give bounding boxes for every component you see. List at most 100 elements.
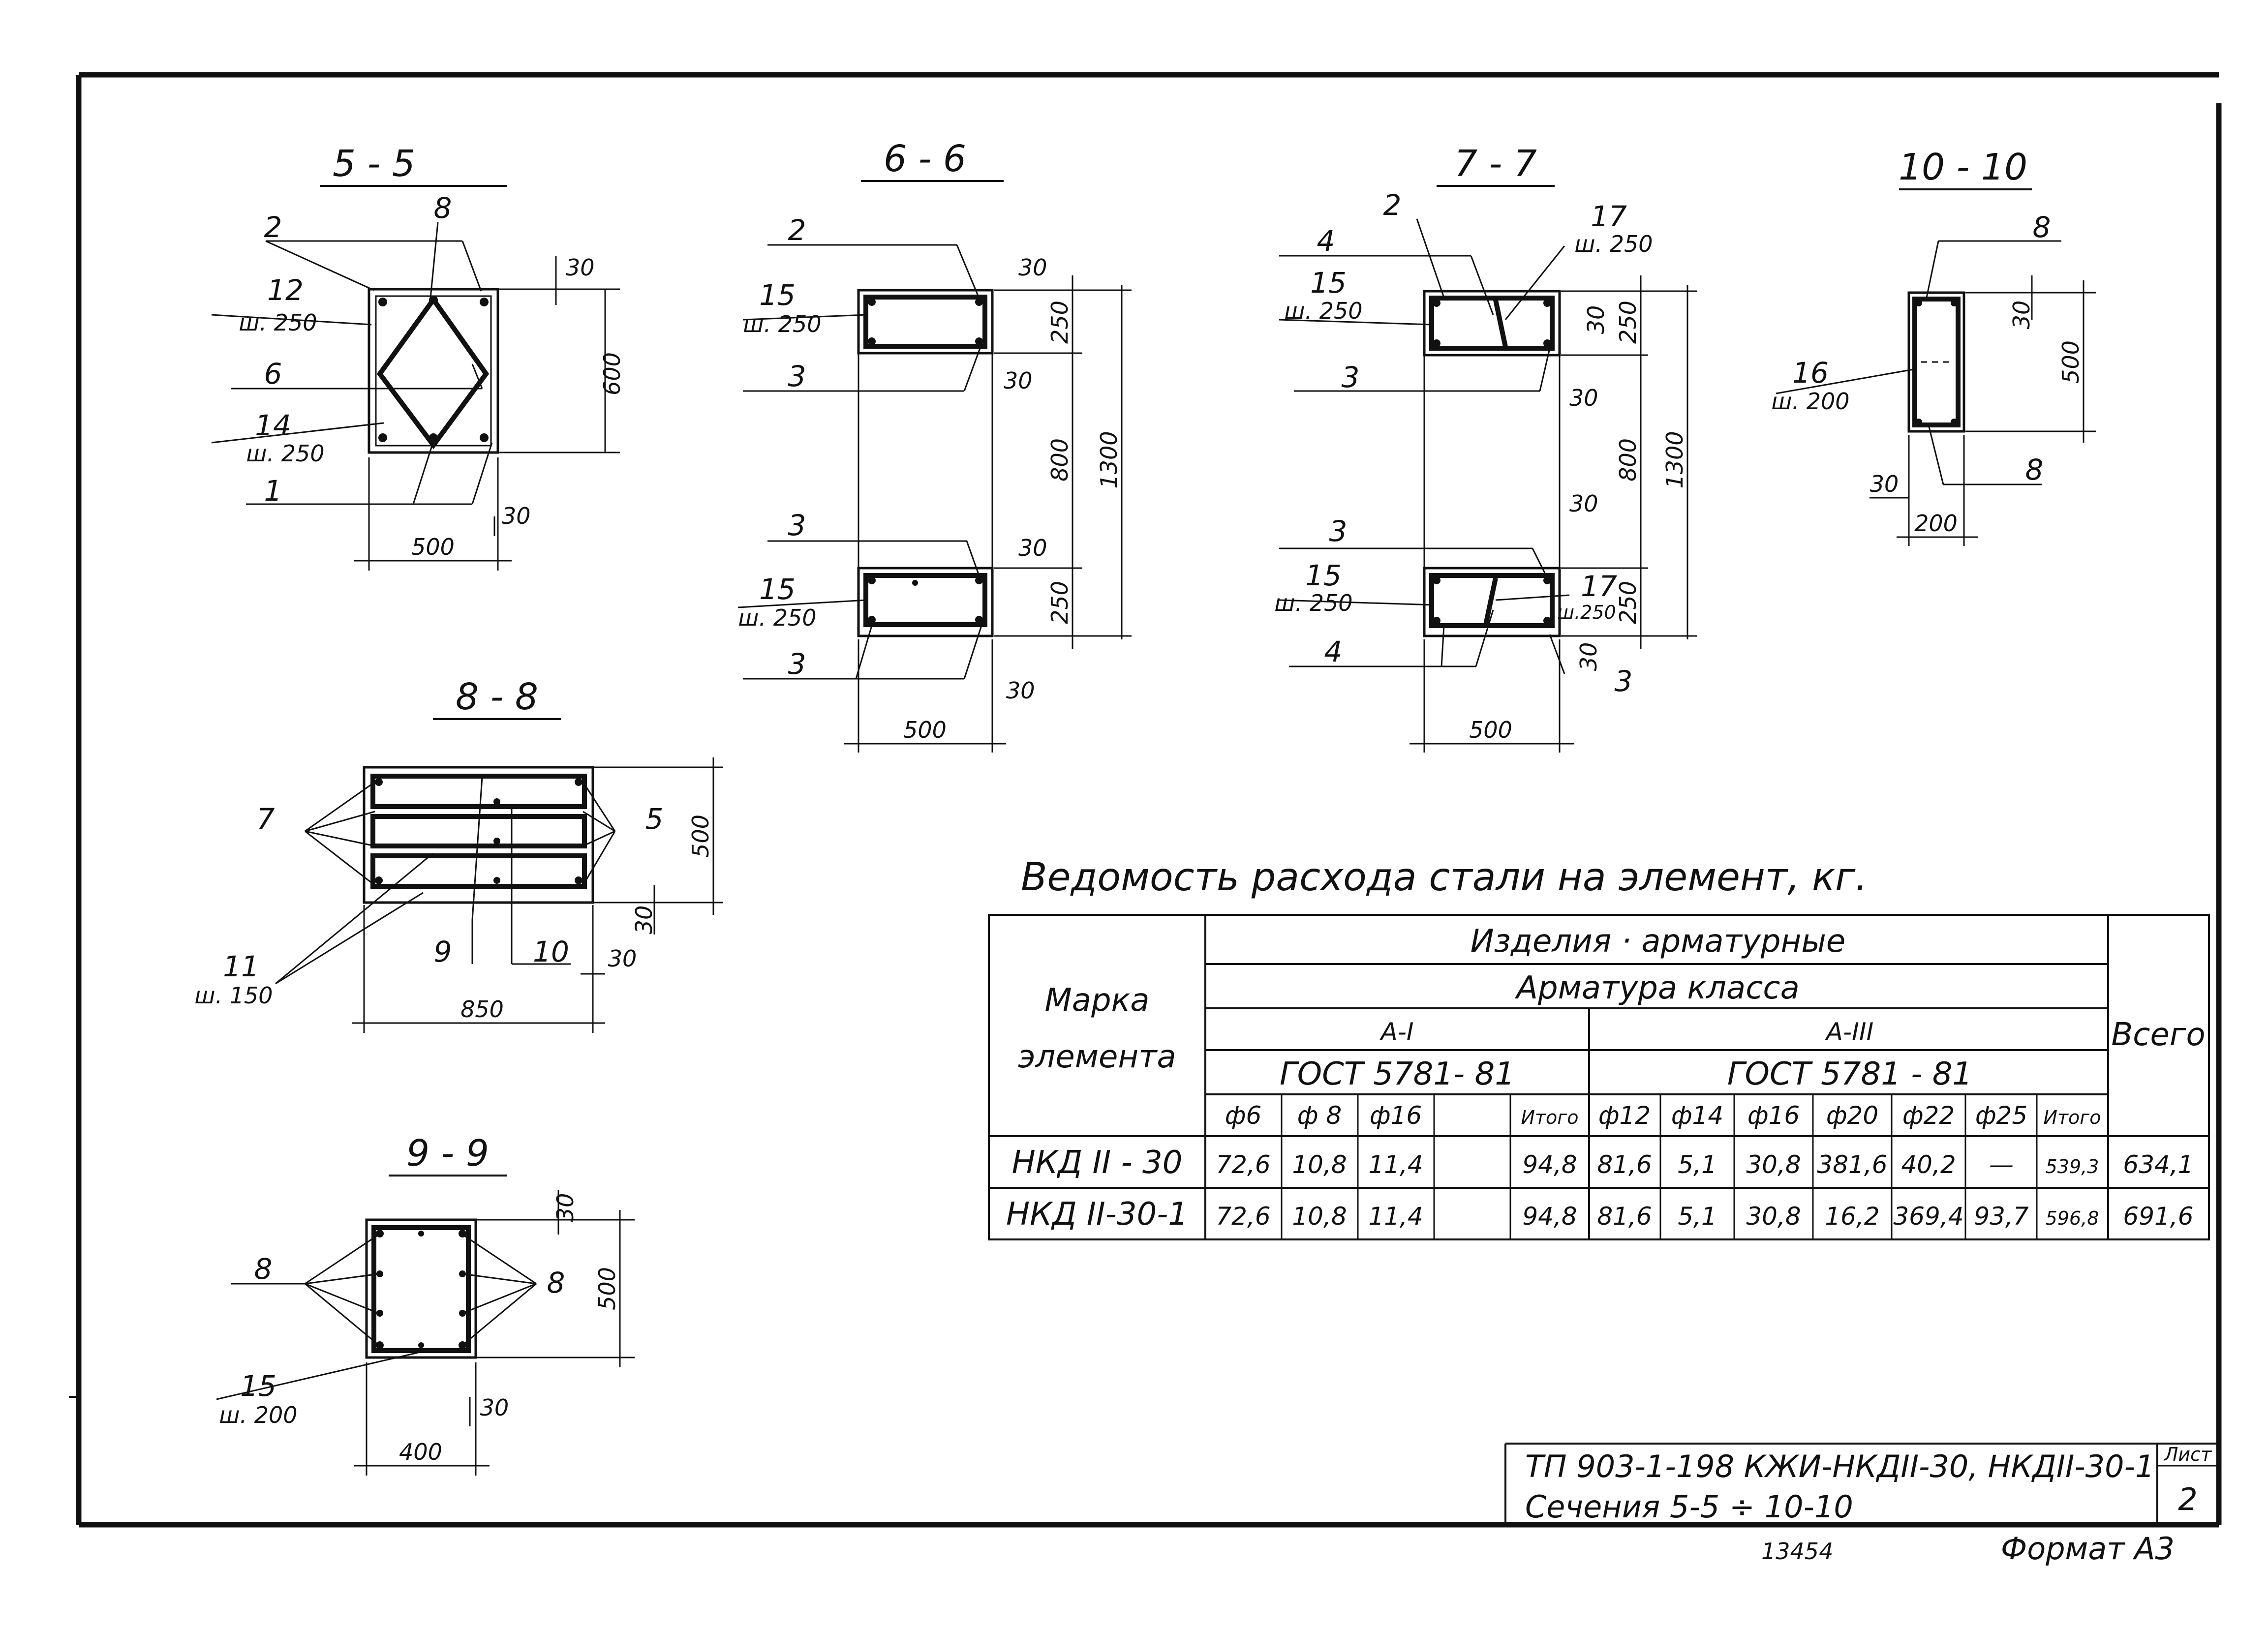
section-8-8: 8 - 8 7 5 11 ш. 150 9 10 500 30	[194, 676, 723, 1033]
callout-label: 2	[788, 213, 806, 247]
table-cell: 40,2	[1901, 1150, 1956, 1179]
callout-label: 17	[1591, 200, 1627, 233]
section-title: 6 - 6	[884, 138, 966, 180]
dim-label: 30	[631, 905, 657, 935]
dim-label: 30	[480, 1394, 509, 1421]
callout-label: 11	[223, 950, 259, 983]
callout-label: 17	[1581, 570, 1617, 603]
dim-label: 30	[2008, 301, 2035, 330]
spacing-label: ш. 250	[1274, 590, 1352, 616]
callout-label: 1	[264, 474, 282, 508]
dim-label: 850	[460, 996, 504, 1023]
dim-label: 30	[502, 503, 531, 529]
dim-label: 250	[1615, 581, 1641, 624]
dim-label: 250	[1046, 301, 1073, 344]
stamp-designation: ТП 903-1-198 КЖИ-НКДII-30, НКДII-30-1	[1525, 1448, 2154, 1484]
callout-label: 12	[267, 273, 304, 307]
callout-label: 3	[1615, 664, 1633, 698]
dim-label: 30	[1575, 642, 1602, 671]
header-total: Всего	[2111, 1017, 2205, 1053]
col-header: ф6	[1225, 1101, 1262, 1130]
callout-label: 15	[240, 1369, 276, 1403]
dim-label: 30	[608, 945, 637, 972]
table-cell: 634,1	[2123, 1150, 2193, 1179]
callout-label: 8	[2033, 211, 2051, 244]
spacing-label: ш.250	[1557, 602, 1616, 623]
header-armclass: Арматура класса	[1514, 970, 1800, 1006]
spacing-label: ш. 250	[1574, 231, 1653, 257]
table-cell: 10,8	[1292, 1150, 1347, 1179]
col-header: ф25	[1975, 1101, 2027, 1130]
spacing-label: ш. 250	[239, 309, 317, 336]
dim-label: 30	[1870, 471, 1899, 497]
spacing-label: ш. 250	[743, 311, 821, 337]
row-mark: НКД II - 30	[1012, 1145, 1183, 1181]
table-cell: 596,8	[2046, 1207, 2099, 1229]
callout-label: 14	[255, 409, 291, 442]
col-header: ф 8	[1297, 1101, 1342, 1130]
table-cell: 5,1	[1678, 1150, 1717, 1179]
table-row: НКД II-30-1 72,6 10,8 11,4 94,8 81,6 5,1…	[1006, 1196, 2194, 1233]
section-10-10: 10 - 10 8 16 ш. 200 8 30 500 30 200	[1771, 146, 2096, 546]
callout-label: 8	[547, 1266, 565, 1299]
table-cell: 93,7	[1974, 1202, 2029, 1231]
table-cell: 381,6	[1817, 1150, 1887, 1179]
callout-label: 8	[254, 1252, 273, 1286]
table-cell: 81,6	[1597, 1150, 1652, 1179]
dim-label: 30	[1569, 385, 1598, 411]
section-9-9: 9 - 9 8 8 15 ш. 200 30 500 30 400	[216, 1132, 635, 1476]
callout-label: 7	[257, 802, 275, 836]
dim-label: 30	[552, 1193, 579, 1222]
dim-label: 30	[1018, 254, 1047, 281]
table-cell: 11,4	[1368, 1150, 1423, 1179]
title-stamp: ТП 903-1-198 КЖИ-НКДII-30, НКДII-30-1 Се…	[1504, 1443, 2219, 1525]
steel-table: Ведомость расхода стали на элемент, кг. …	[988, 855, 2210, 1240]
spacing-label: ш. 150	[194, 982, 273, 1009]
dim-label: 600	[599, 352, 625, 395]
col-header: ф22	[1902, 1101, 1955, 1130]
table-cell: 691,6	[2123, 1202, 2193, 1231]
col-header: ф20	[1826, 1101, 1878, 1130]
dim-label: 30	[1583, 305, 1609, 334]
col-header: Итого	[1521, 1107, 1578, 1128]
table-cell: 369,4	[1893, 1202, 1963, 1231]
callout-label: 8	[434, 191, 452, 225]
dim-label: 500	[687, 814, 714, 858]
header-element: элемента	[1018, 1039, 1176, 1075]
table-cell: 72,6	[1216, 1202, 1270, 1231]
callout-label: 3	[1329, 514, 1348, 548]
row-mark: НКД II-30-1	[1006, 1196, 1188, 1233]
spacing-label: ш. 250	[1284, 298, 1362, 324]
callout-label: 10	[533, 935, 569, 968]
table-row: НКД II - 30 72,6 10,8 11,4 94,8 81,6 5,1…	[1012, 1145, 2194, 1181]
table-cell: 11,4	[1368, 1202, 1423, 1231]
header-gost1: ГОСТ 5781- 81	[1280, 1056, 1515, 1092]
dim-label: 500	[411, 534, 455, 560]
dim-label: 1300	[1661, 431, 1688, 488]
table-cell: 30,8	[1746, 1150, 1801, 1179]
dim-label: 30	[1018, 535, 1047, 561]
dim-label: 800	[1046, 438, 1073, 482]
callout-label: 3	[788, 647, 806, 681]
callout-label: 3	[788, 360, 806, 393]
dim-label: 30	[566, 254, 595, 281]
callout-label: 16	[1792, 356, 1829, 390]
dim-label: 400	[399, 1439, 442, 1465]
stamp-sheet-label: Лист	[2163, 1444, 2212, 1465]
callout-label: 2	[1383, 188, 1402, 222]
section-title: 9 - 9	[406, 1132, 489, 1175]
dim-label: 30	[1006, 677, 1035, 704]
dim-label: 800	[1615, 438, 1641, 482]
table-cell: 94,8	[1522, 1202, 1577, 1231]
header-items: Изделия · арматурные	[1471, 923, 1845, 960]
callout-label: 15	[1310, 266, 1347, 300]
callout-label: 5	[645, 802, 664, 836]
col-header: ф12	[1598, 1101, 1651, 1130]
col-header: ф14	[1671, 1101, 1723, 1130]
col-header: ф16	[1747, 1101, 1800, 1130]
dim-label: 200	[1914, 510, 1958, 537]
section-title: 5 - 5	[333, 143, 415, 185]
dim-label: 250	[1046, 581, 1073, 624]
dim-label: 250	[1615, 301, 1641, 344]
dim-label: 30	[1569, 490, 1598, 517]
